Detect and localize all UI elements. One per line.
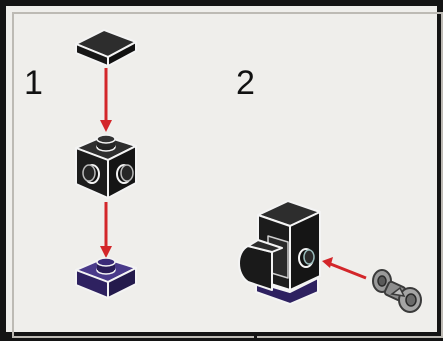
assembly-arrow-2 xyxy=(322,257,367,280)
bottom-tick-mark xyxy=(254,332,257,338)
assembly-arrow-1b xyxy=(100,202,112,258)
black-tile-part xyxy=(75,29,137,67)
panel-inner-border xyxy=(12,12,443,338)
step-number-2: 2 xyxy=(236,64,255,102)
step-number-1: 1 xyxy=(24,64,43,102)
step2-purple-plate xyxy=(255,277,319,305)
black-rounded-slope-part xyxy=(238,239,283,291)
gray-clip-part xyxy=(372,269,422,313)
purple-plate-part xyxy=(75,257,137,299)
assembly-arrow-1a xyxy=(100,68,112,132)
black-brick-side-studs xyxy=(75,134,137,199)
